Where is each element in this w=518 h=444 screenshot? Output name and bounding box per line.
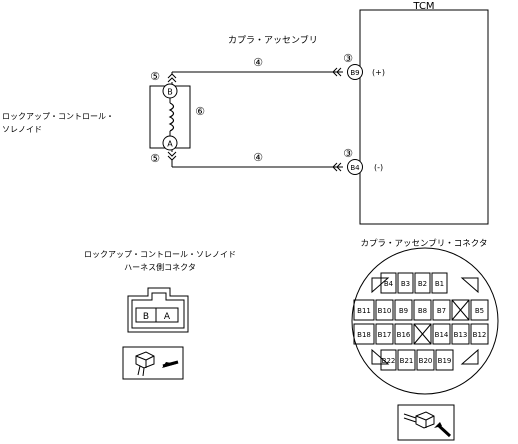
coupler-pin-b17: B17 [378, 331, 392, 339]
harness-view-direction-icon [122, 346, 184, 380]
coupler-pin-b16: B16 [397, 331, 411, 339]
polarity-plus: (+) [372, 68, 385, 77]
harness-connector-title-line1: ロックアップ・コントロール・ソレノイド [84, 250, 236, 259]
solenoid-label-line1: ロックアップ・コントロール・ [2, 112, 114, 121]
coupler-view-direction-icon [397, 404, 455, 441]
coupler-pin-b9: B9 [399, 307, 408, 315]
coupler-pin-b13: B13 [454, 331, 468, 339]
terminal-b4-circle [347, 159, 363, 175]
bottom-tcm-connector-icon [332, 162, 342, 172]
solenoid-terminal-b: B [167, 88, 173, 97]
bottom-solenoid-connector-icon [167, 151, 177, 161]
coupler-pin-b5: B5 [475, 307, 484, 315]
polarity-minus: (-) [374, 163, 383, 172]
coupler-pin-b20: B20 [419, 357, 433, 365]
callout-5-top: ⑤ [150, 70, 160, 83]
coupler-pin-b10: B10 [378, 307, 392, 315]
coupler-pin-b11: B11 [357, 307, 371, 315]
callout-6: ⑥ [195, 105, 205, 118]
coupler-pin-b2: B2 [418, 280, 427, 288]
terminal-b9-label: B9 [350, 69, 359, 77]
callout-4-bottom: ④ [253, 151, 263, 164]
coupler-pin-b8: B8 [418, 307, 427, 315]
top-solenoid-connector-icon [167, 73, 177, 83]
callout-5-bottom: ⑤ [150, 152, 160, 165]
harness-connector [127, 287, 189, 333]
harness-pin-a: A [164, 312, 171, 322]
solenoid-label-line2: ソレノイド [2, 125, 42, 134]
callout-3-top: ③ [343, 52, 353, 65]
coupler-connector [351, 247, 499, 395]
harness-pin-b: B [143, 312, 149, 322]
coupler-pin-b19: B19 [438, 357, 452, 365]
callout-3-bottom: ③ [343, 147, 353, 160]
harness-connector-title-line2: ハーネス側コネクタ [124, 262, 196, 272]
coupler-pin-b7: B7 [437, 307, 446, 315]
coupler-connector-title: カプラ・アッセンブリ・コネクタ [361, 238, 488, 249]
coupler-pin-b22: B22 [382, 357, 396, 365]
coupler-pin-b1: B1 [435, 280, 444, 288]
terminal-b4-label: B4 [350, 164, 360, 172]
callout-4-top: ④ [253, 56, 263, 69]
top-tcm-connector-icon [332, 67, 342, 77]
coupler-pin-b18: B18 [357, 331, 371, 339]
tcm-label: TCM [412, 1, 434, 12]
tcm-box [359, 9, 489, 225]
coupler-pin-b14: B14 [435, 331, 449, 339]
coupler-pin-b12: B12 [473, 331, 487, 339]
coupler-pin-b4: B4 [384, 280, 394, 288]
coupler-assembly-label: カプラ・アッセンブリ [228, 34, 318, 46]
solenoid-terminal-a: A [167, 140, 173, 149]
coupler-pin-b3: B3 [401, 280, 410, 288]
solenoid-coil-icon [168, 102, 175, 132]
coupler-pin-b21: B21 [400, 357, 414, 365]
terminal-b9-circle [347, 64, 363, 80]
